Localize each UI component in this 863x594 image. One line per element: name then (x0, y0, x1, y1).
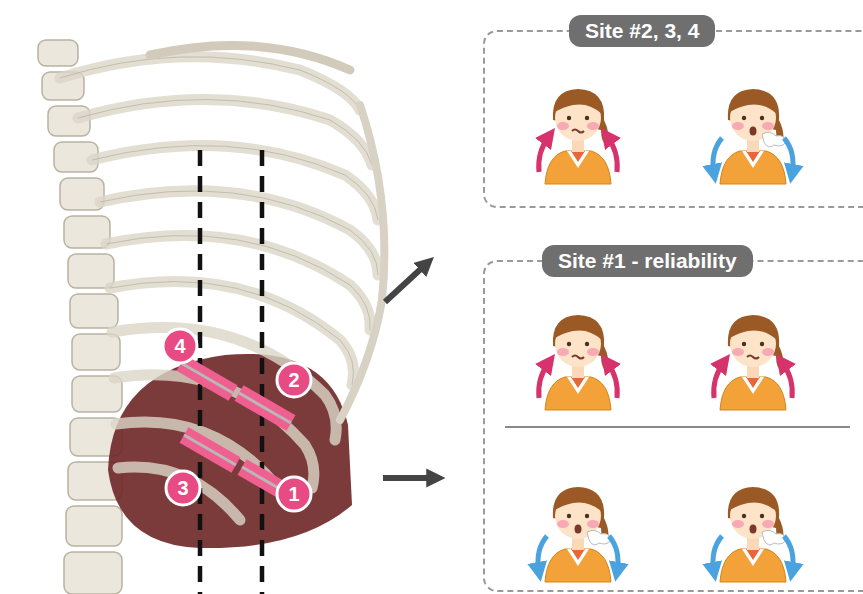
pointer-arrow (385, 266, 424, 302)
callout-number: 2 (277, 363, 311, 397)
inhale-figure (714, 315, 793, 410)
pointer-arrow (383, 475, 432, 481)
exhale-figure (713, 487, 793, 582)
clavicle (150, 45, 350, 70)
rib-outlines (60, 57, 378, 385)
separator-line (505, 426, 850, 428)
callout-number: 1 (277, 477, 311, 511)
callout-number: 3 (166, 471, 200, 505)
dashed-group-box: Site #2, 3, 4 (483, 30, 863, 208)
inhale-figure (539, 89, 618, 184)
callout-number: 4 (163, 329, 197, 363)
sternum (340, 105, 384, 420)
inhale-figure (539, 315, 618, 410)
sensor-band (180, 427, 241, 473)
dashed-guide (260, 150, 265, 594)
callout-circle (166, 471, 200, 505)
group-heading: Site #1 - reliability (542, 245, 753, 277)
callout-circle (277, 477, 311, 511)
callout-circle (277, 363, 311, 397)
callout-circle (163, 329, 197, 363)
exhale-figure (538, 487, 618, 582)
group-heading: Site #2, 3, 4 (569, 15, 715, 47)
dashed-group-box: Site #1 - reliability (483, 260, 863, 592)
ribs (60, 57, 378, 520)
exhale-figure (713, 89, 793, 184)
